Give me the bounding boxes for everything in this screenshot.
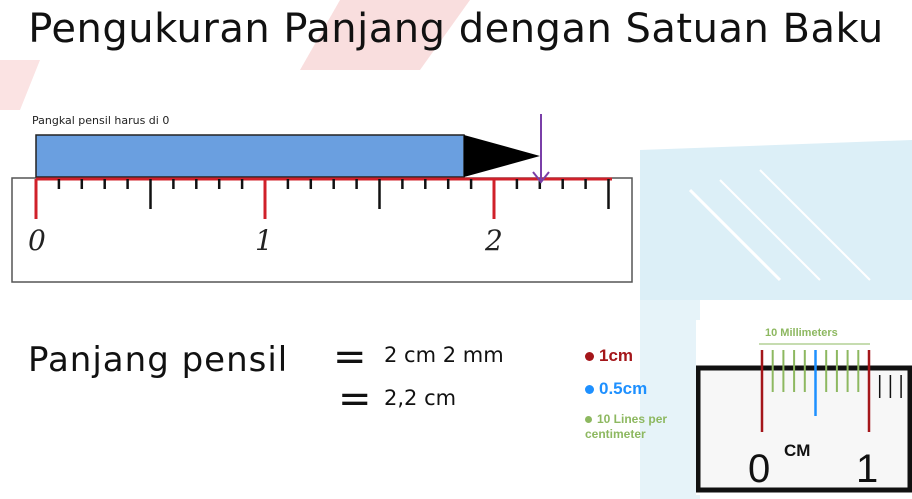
result-value-1: 2 cm 2 mm xyxy=(384,343,504,367)
mini-ruler-unit: CM xyxy=(784,441,810,460)
legend-label: 1cm xyxy=(599,346,634,365)
equals-sign-1: = xyxy=(333,334,367,380)
mini-ruler-title: 10 Millimeters xyxy=(765,327,838,339)
pencil-tip xyxy=(464,135,540,177)
result-value-2: 2,2 cm xyxy=(384,386,457,410)
legend-label: 10 Lines per centimeter xyxy=(585,412,668,441)
legend-lines: 10 Lines per centimeter xyxy=(585,412,695,442)
ruler-label-2: 2 xyxy=(484,224,503,257)
result-label: Panjang pensil xyxy=(28,340,289,380)
page-title: Pengukuran Panjang dengan Satuan Baku xyxy=(28,6,884,52)
pencil-note: Pangkal pensil harus di 0 xyxy=(32,114,170,127)
mini-ruler-start: 0 xyxy=(748,447,770,491)
pencil-body xyxy=(35,134,465,178)
mini-ruler-ticks xyxy=(760,350,902,432)
legend-dot-red xyxy=(585,352,594,362)
legend-1cm: 1cm xyxy=(585,346,633,366)
legend-label: 0.5cm xyxy=(599,379,648,398)
mini-ruler-end: 1 xyxy=(856,447,878,491)
equals-sign-2: = xyxy=(338,376,372,422)
ruler-illustration: 0 1 2 xyxy=(11,114,633,283)
ruler-frame xyxy=(11,177,633,283)
ruler-label-1: 1 xyxy=(255,224,273,257)
mini-ruler: 10 Millimeters 0 CM 1 xyxy=(696,320,912,495)
ruler-label-0: 0 xyxy=(28,224,46,257)
legend-dot-green xyxy=(585,416,592,424)
legend-dot-blue xyxy=(585,385,594,395)
legend-half-cm: 0.5cm xyxy=(585,379,647,399)
ruler-ticks xyxy=(34,179,610,219)
